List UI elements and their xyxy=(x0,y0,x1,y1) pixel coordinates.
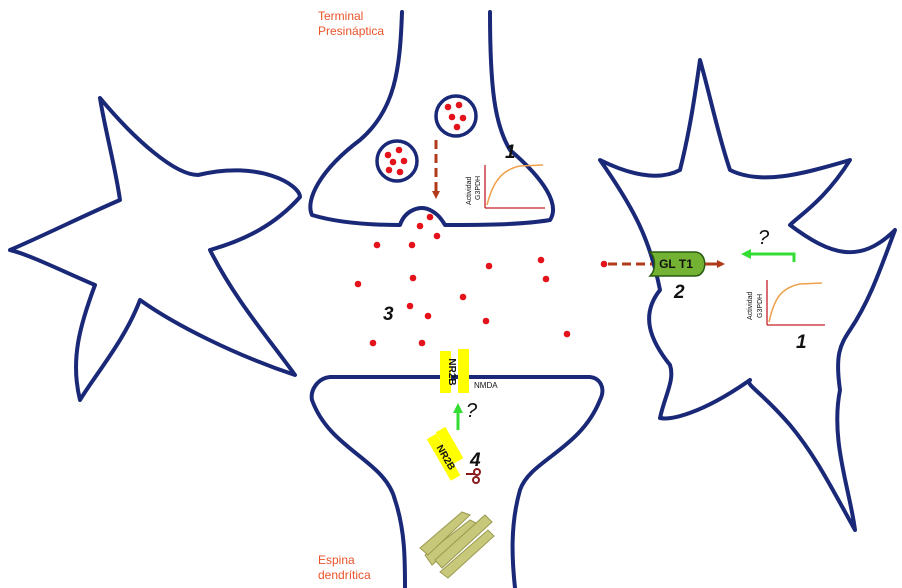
question-mark-spine: ? xyxy=(466,400,478,422)
step-1-label: 1 xyxy=(505,142,516,163)
left-astrocyte-outline xyxy=(10,98,300,400)
step-1b-label: 1 xyxy=(796,332,807,353)
g3pdh-graph-astrocyte: Actividad G3PDH xyxy=(747,280,825,325)
nmda-label: NMDA xyxy=(474,381,498,390)
glutamate-molecules xyxy=(355,242,608,347)
nr2b-membrane-label: NR2B xyxy=(446,358,457,385)
question-mark-astrocyte: ? xyxy=(758,227,770,249)
step-4-label: 4 xyxy=(469,450,481,471)
spine-apparatus xyxy=(420,512,494,578)
vesicle-top xyxy=(436,96,476,136)
dendrite-label-line1: Espina xyxy=(318,553,355,567)
vesicle-left xyxy=(377,141,417,181)
graph2-ylabel-line2: G3PDH xyxy=(757,294,764,318)
graph1-ylabel-line2: G3PDH xyxy=(475,176,482,200)
step-2-label: 2 xyxy=(673,282,685,303)
dendrite-label-line2: dendrítica xyxy=(318,568,371,582)
graph2-ylabel-line1: Actividad xyxy=(747,291,754,320)
graph1-ylabel-line1: Actividad xyxy=(466,176,473,205)
glt1-label: GL T1 xyxy=(659,257,693,271)
glt1-transporter: GL T1 xyxy=(650,252,705,276)
presynaptic-label-line1: Terminal xyxy=(318,9,363,23)
step-3-label: 3 xyxy=(383,304,394,325)
green-feedback-arrow xyxy=(746,254,794,262)
nmda-receptor: NR2B NMDA xyxy=(440,349,498,393)
presynaptic-terminal-outline xyxy=(310,12,553,225)
presynaptic-label-line2: Presináptica xyxy=(318,24,384,38)
fusing-vesicle-content xyxy=(417,214,441,240)
